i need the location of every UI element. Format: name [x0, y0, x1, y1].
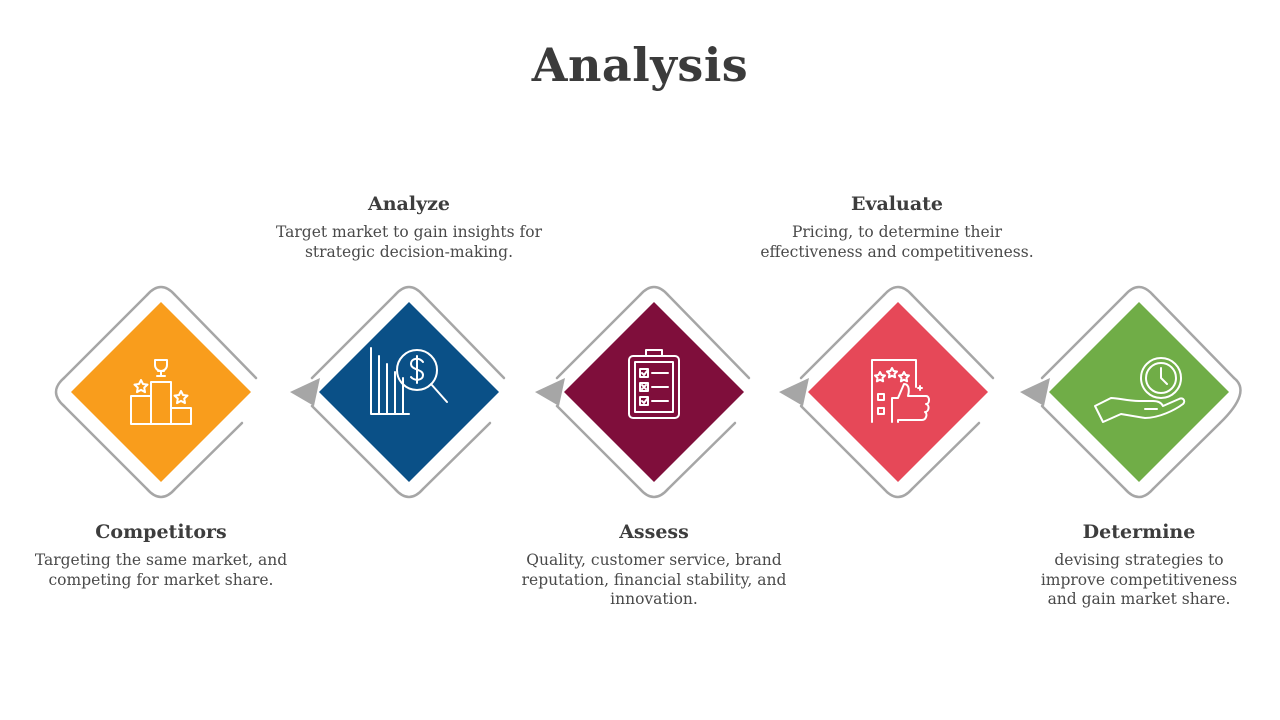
- connector-frames: [54, 285, 1242, 499]
- trophy-podium-icon: [130, 359, 192, 425]
- step-title-evaluate: Evaluate: [850, 193, 944, 215]
- frame-edge: [310, 404, 397, 491]
- frame-corner: [54, 376, 66, 408]
- frame-edge: [910, 293, 995, 380]
- frame-edge: [910, 421, 981, 491]
- step-description-assess: Quality, customer service, brand reputat…: [521, 551, 787, 608]
- connector-arrow: [535, 378, 565, 406]
- step-diamond-competitors: [71, 302, 251, 482]
- frame-edge: [666, 293, 751, 380]
- frame-corner: [1218, 376, 1242, 425]
- frame-edge: [173, 421, 244, 491]
- frame-edge: [62, 293, 149, 380]
- frame-corner: [145, 285, 177, 297]
- frame-edge: [1040, 293, 1127, 380]
- step-title-analyze: Analyze: [367, 193, 450, 215]
- frame-edge: [1151, 293, 1236, 380]
- frame-edge: [1040, 404, 1127, 491]
- frame-corner: [638, 487, 670, 499]
- step-title-competitors: Competitors: [95, 521, 227, 543]
- frame-corner: [1123, 487, 1155, 499]
- step-title-assess: Assess: [619, 521, 689, 543]
- step-description-determine: devising strategies to improve competiti…: [1040, 551, 1238, 608]
- frame-edge: [62, 404, 149, 491]
- step-description-analyze: Target market to gain insights for strat…: [276, 223, 542, 261]
- frame-corner: [393, 285, 425, 297]
- connector-arrow: [779, 378, 809, 406]
- step-title-determine: Determine: [1082, 521, 1196, 543]
- frame-edge: [421, 421, 492, 491]
- hand-clock-icon: [1094, 357, 1186, 423]
- clipboard-checklist-icon: [628, 349, 680, 419]
- connector-arrow: [1020, 378, 1050, 406]
- step-description-competitors: Targeting the same market, and competing…: [34, 551, 288, 589]
- step-diamonds: [71, 302, 1229, 482]
- step-diamond-determine: [1049, 302, 1229, 482]
- step-diamond-analyze: [319, 302, 499, 482]
- frame-edge: [421, 293, 506, 380]
- frame-corner: [882, 285, 914, 297]
- frame-edge: [310, 293, 397, 380]
- connector-arrow: [290, 378, 320, 406]
- frame-corner: [882, 487, 914, 499]
- rating-thumbs-up-icon: [871, 359, 930, 423]
- frame-corner: [145, 487, 177, 499]
- bar-chart-magnifier-dollar-icon: [370, 347, 448, 415]
- frame-edge: [666, 421, 737, 491]
- frame-edge: [1151, 421, 1222, 491]
- frame-edge: [555, 293, 642, 380]
- slide-title: Analysis: [531, 38, 749, 92]
- frame-edge: [799, 293, 886, 380]
- step-diamond-evaluate: [808, 302, 988, 482]
- frame-corner: [393, 487, 425, 499]
- frame-corner: [638, 285, 670, 297]
- step-diamond-assess: [564, 302, 744, 482]
- step-description-evaluate: Pricing, to determine their effectivenes…: [760, 223, 1034, 261]
- frame-edge: [173, 293, 258, 380]
- frame-edge: [799, 404, 886, 491]
- frame-edge: [555, 404, 642, 491]
- frame-corner: [1123, 285, 1155, 297]
